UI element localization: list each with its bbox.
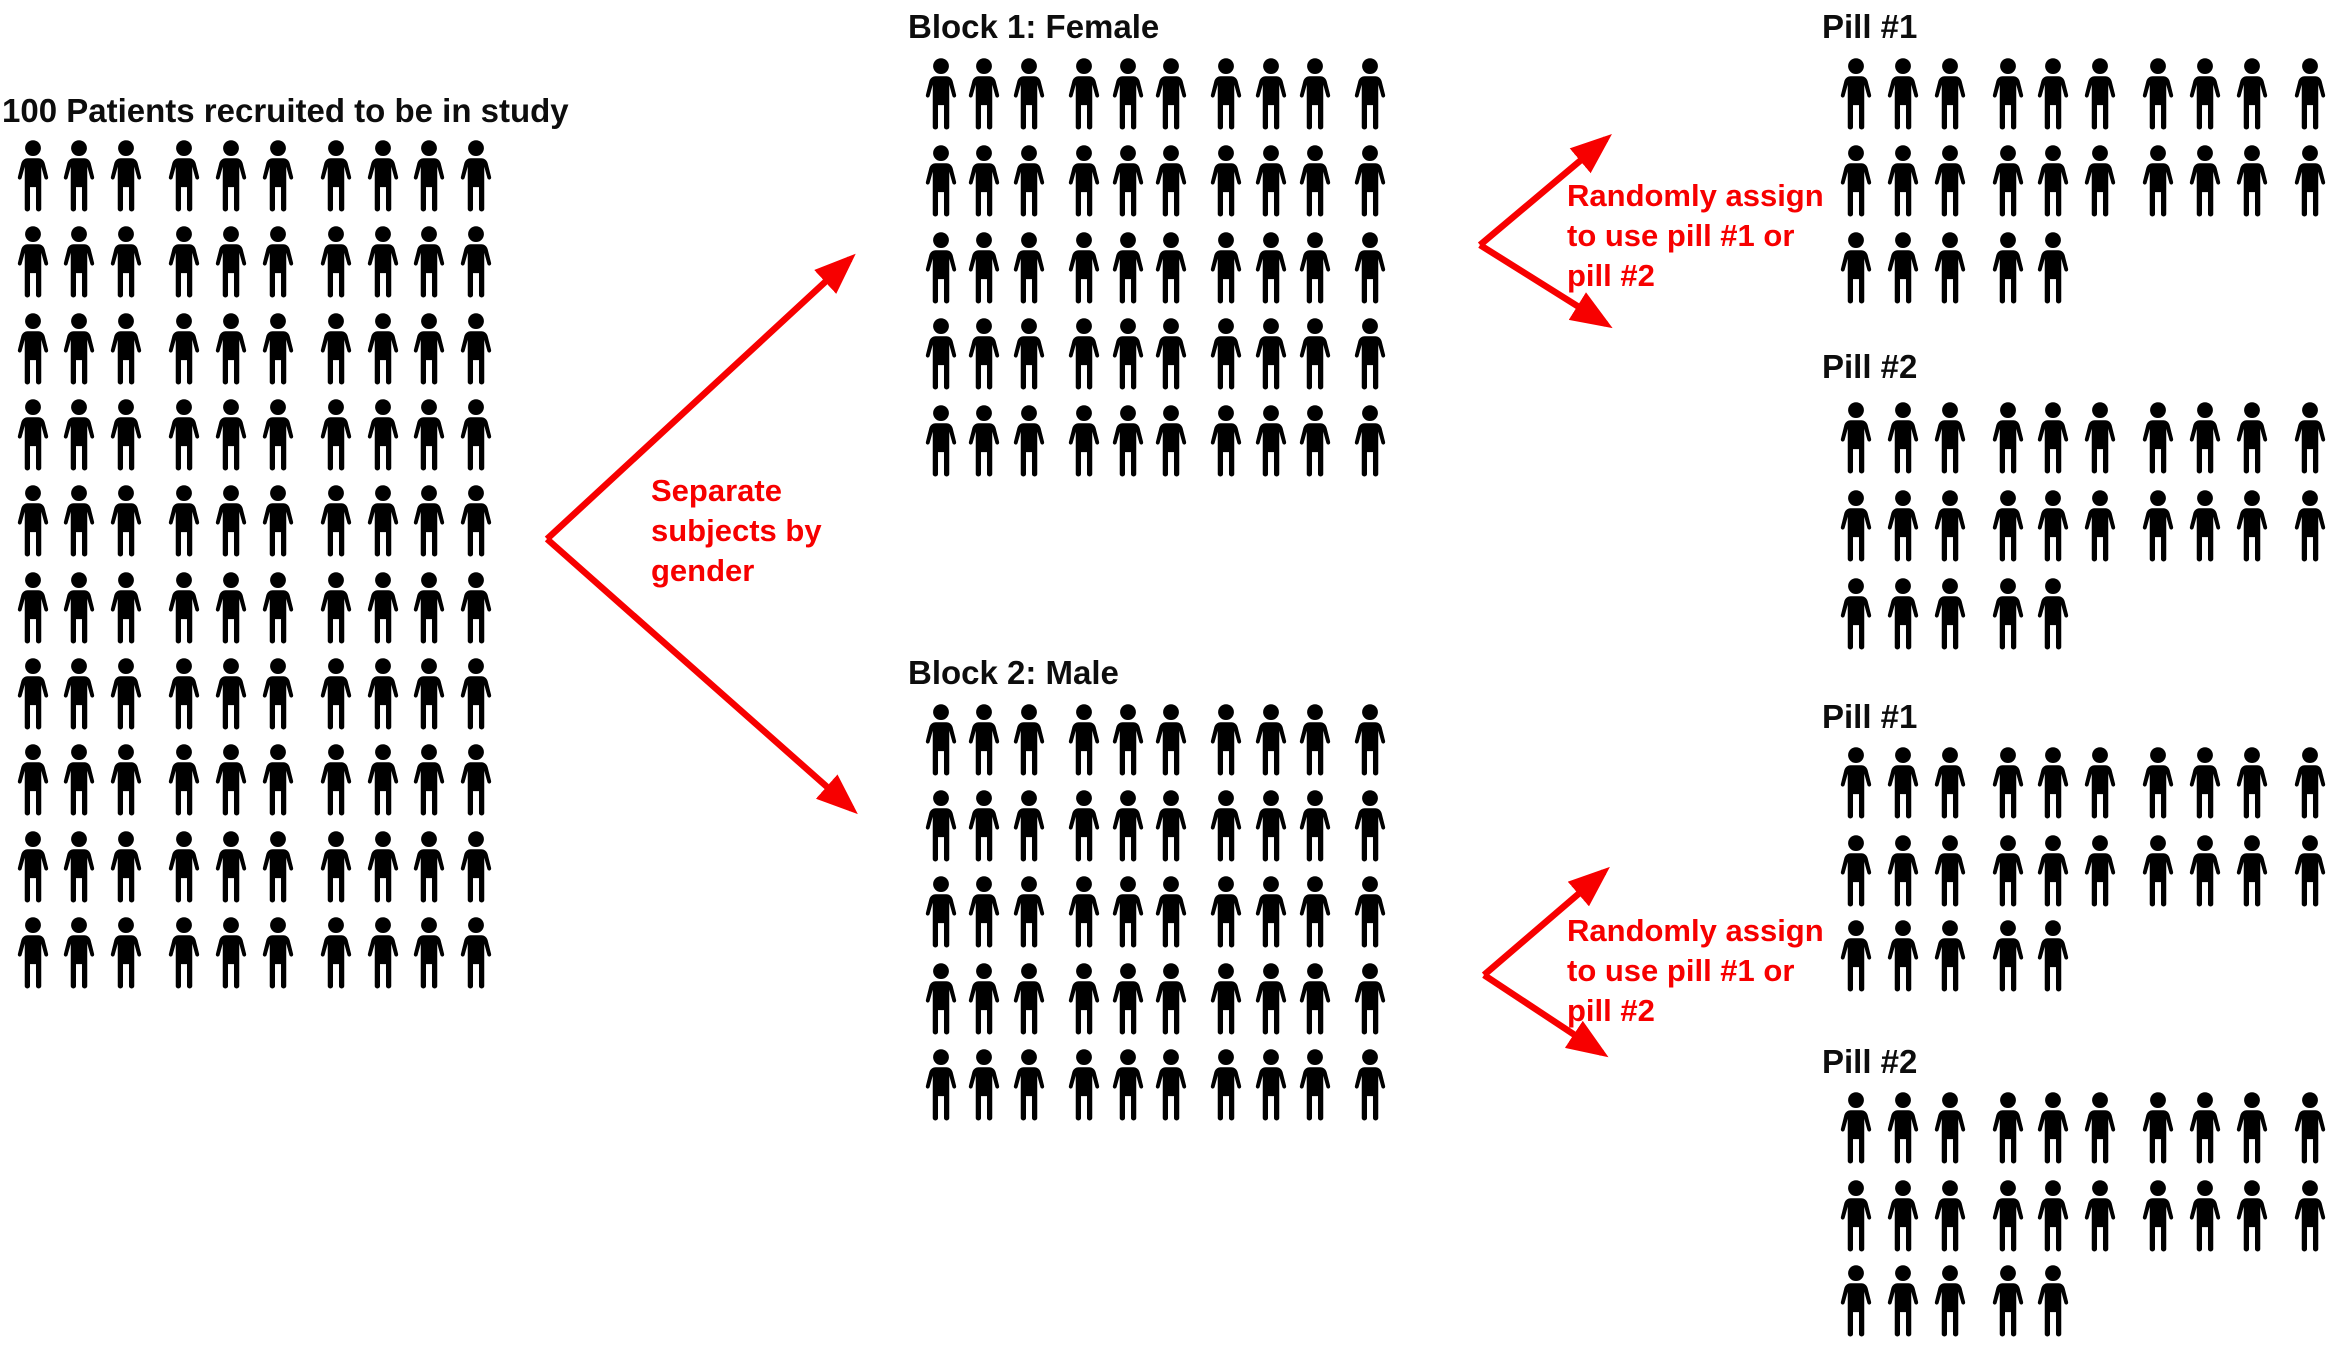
separate-label-line2: subjects by	[651, 513, 822, 548]
block1-title: Block 1: Female	[908, 8, 1160, 45]
male-pill2-title: Pill #2	[1822, 1043, 1918, 1080]
arrow-female-pill2	[1478, 242, 1613, 329]
male-pill1-title: Pill #1	[1822, 698, 1918, 735]
arrow-to-block2	[544, 536, 858, 815]
arrow-to-block1	[544, 253, 856, 542]
separate-label-line1: Separate	[651, 473, 782, 508]
randomize-top-line2: to use pill #1 or	[1567, 218, 1795, 253]
arrow-female-pill1	[1477, 133, 1612, 248]
female-pill1-title: Pill #1	[1822, 8, 1918, 45]
randomize-top-line1: Randomly assign	[1567, 178, 1824, 213]
female-pill2-title: Pill #2	[1822, 348, 1918, 385]
arrow-male-pill2	[1482, 972, 1609, 1058]
randomize-label-top: Randomly assign to use pill #1 or pill #…	[1567, 176, 1824, 296]
block2-title: Block 2: Male	[908, 654, 1119, 691]
arrow-male-pill1	[1481, 866, 1610, 978]
randomize-top-line3: pill #2	[1567, 258, 1655, 293]
main-title: 100 Patients recruited to be in study	[2, 92, 569, 129]
separate-by-gender-label: Separate subjects by gender	[651, 471, 822, 591]
randomize-bottom-line1: Randomly assign	[1567, 913, 1824, 948]
separate-label-line3: gender	[651, 553, 755, 588]
randomize-bottom-line2: to use pill #1 or	[1567, 953, 1795, 988]
